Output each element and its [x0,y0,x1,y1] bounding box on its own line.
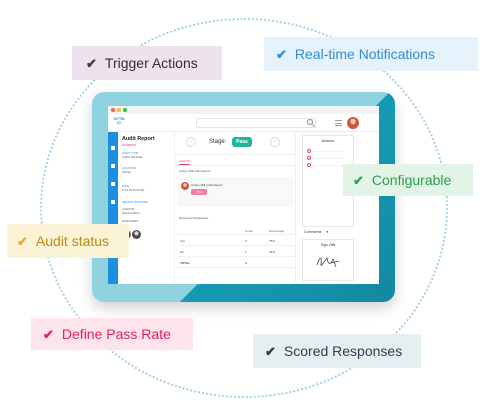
callout-scored-responses: ✔ Scored Responses [253,334,421,368]
minimize-window-dot[interactable] [117,108,121,112]
callout-label: Real-time Notifications [294,46,435,62]
managers-label: MANAGERS [122,219,139,223]
card-avatar [181,182,189,190]
manager-avatar-2[interactable] [132,230,141,239]
search-icon[interactable] [307,119,313,125]
callout-realtime-notifications: ✔ Real-time Notifications [264,37,478,71]
comments-toggle[interactable]: Comments ▾ [304,230,328,234]
callout-label: Configurable [371,172,452,188]
table-cell: 4 [245,261,247,265]
comments-label: Comments [304,230,322,234]
table-cell: TOTAL [180,261,190,265]
audit-list-item[interactable]: Cotton Mill Audit Report [179,169,211,173]
callout-label: Audit status [35,233,110,249]
table-cell: 3 [245,239,247,243]
table-cell: 75% [269,239,276,243]
signoff-title: Sign Offs [320,243,336,247]
window-titlebar [108,106,379,114]
tab-audits[interactable]: AUDITS [179,159,191,165]
callout-audit-status: ✔ Audit status [7,224,129,258]
table-cell: 25% [269,250,276,254]
rail-item-1[interactable] [111,146,115,150]
sidebar-rail [108,132,118,284]
checkmark-icon: ✔ [17,233,28,249]
score-badge: 75% [191,189,207,195]
rail-item-3[interactable] [111,182,115,186]
close-window-dot[interactable] [111,108,115,112]
table-row: Yes 3 75% [177,235,294,246]
divider [175,165,296,166]
signature-icon [316,257,340,268]
divider [175,154,296,155]
report-details-panel: Audit Report Accepted AUDIT TYPE Cotton … [118,132,172,284]
audit-type-value: Cotton Mill Audit [122,155,143,159]
card-title: Cotton Mill Audit Report [191,183,223,187]
callout-trigger-actions: ✔ Trigger Actions [72,46,222,80]
action-item[interactable] [307,156,344,160]
table-cell: Yes [180,239,185,243]
table-total-row: TOTAL 4 [177,257,294,268]
table-cell: No [180,250,184,254]
date-label: DATE [122,184,130,188]
actions-title: Actions [321,139,335,143]
response-breakdown-title: Response Breakdown [179,216,209,220]
checkmark-icon: ✔ [276,46,287,62]
rail-item-4[interactable] [111,200,115,204]
callout-label: Scored Responses [283,343,403,359]
dotted-orbit-decoration [40,18,448,398]
tablet-frame: DITTIN IO Audit Report Accepted AUDIT TY… [92,92,395,302]
signoff-box: Sign Offs [302,239,354,281]
stage-label: Stage: [209,139,227,145]
checkmark-icon: ✔ [43,326,54,342]
chevron-down-icon: ▾ [326,230,329,234]
auditor-value: Jasmine Berry [122,211,140,215]
auditor-label: AUDITOR [122,207,135,211]
location-value: Sydney [122,170,132,174]
table-header-row: Count Percentage [177,226,294,235]
rail-item-2[interactable] [111,164,115,168]
action-item[interactable] [307,163,344,167]
table-row: No 1 25% [177,246,294,257]
table-cell: 1 [245,250,247,254]
audit-type-label: AUDIT TYPE [122,151,139,155]
audit-summary-card[interactable]: Cotton Mill Audit Report 75% [177,177,294,207]
checkmark-icon: ✔ [86,55,97,71]
checkmark-icon: ✔ [353,172,364,188]
maximize-window-dot[interactable] [123,108,127,112]
stage-status-badge: Pass [232,137,252,147]
people-label: PEOPLE INVOLVED [122,200,148,204]
table-header-cell: Count [245,229,254,233]
user-avatar[interactable] [347,117,359,129]
stage-next-button[interactable]: › [270,137,280,147]
callout-define-pass-rate: ✔ Define Pass Rate [31,318,193,350]
menu-icon[interactable] [335,120,342,126]
report-title: Audit Report [122,136,155,142]
location-label: LOCATION [122,166,137,170]
app-screen: DITTIN IO Audit Report Accepted AUDIT TY… [108,106,379,284]
report-status: Accepted [122,143,137,147]
table-header-cell: Percentage [269,229,285,233]
search-input[interactable] [196,118,316,128]
callout-label: Trigger Actions [104,55,198,71]
logo-text-line2: IO [117,121,121,125]
action-item[interactable] [307,149,344,153]
checkmark-icon: ✔ [265,343,276,359]
callout-configurable: ✔ Configurable [343,164,473,196]
callout-label: Define Pass Rate [61,326,171,342]
date-value: 5 Jul 19 10:00 AM [122,188,145,192]
actions-panel: Actions Comments ▾ Sign Offs [298,132,379,284]
logo-text-line1: DITTIN [113,117,125,121]
response-table: Count Percentage Yes 3 75% No 1 25% TOTA… [177,226,294,268]
app-logo: DITTIN IO [112,117,126,125]
app-header: DITTIN IO [108,114,379,132]
audit-center-panel: ‹ Stage: Pass › AUDITS Cotton Mill Audit… [174,132,296,284]
stage-prev-button[interactable]: ‹ [186,137,196,147]
